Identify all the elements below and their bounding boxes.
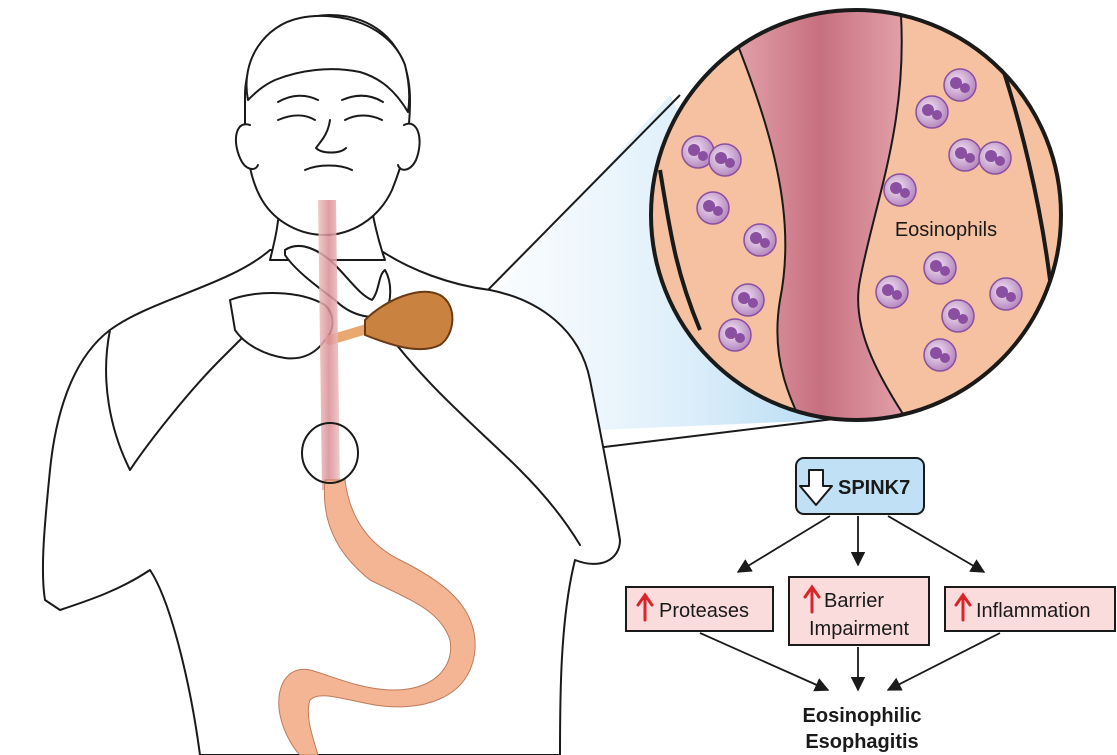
eosinophil-cell — [719, 319, 751, 351]
eosinophil-cell — [944, 69, 976, 101]
effect-label: Proteases — [659, 600, 749, 622]
eosinophil-cell — [924, 339, 956, 371]
eosinophil-cell — [884, 174, 916, 206]
eosinophil-cell — [709, 144, 741, 176]
outcome-label: Esophagitis — [805, 731, 918, 753]
effect-label: Impairment — [809, 618, 909, 640]
eosinophil-cell — [949, 139, 981, 171]
eosinophil-cell — [697, 192, 729, 224]
eosinophil-cell — [916, 96, 948, 128]
arrow-to-inflammation — [888, 516, 984, 572]
eosinophil-cell — [744, 224, 776, 256]
eosinophil-cell — [876, 276, 908, 308]
eosinophil-cell — [924, 252, 956, 284]
eosinophil-cell — [732, 284, 764, 316]
arrow-to-proteases — [738, 516, 830, 572]
eosinophil-cell — [990, 278, 1022, 310]
eosinophil-cell — [942, 300, 974, 332]
eosinophil-cell — [979, 142, 1011, 174]
outcome-label: Eosinophilic — [803, 705, 922, 727]
effect-label: Inflammation — [976, 600, 1091, 622]
eosinophils-label: Eosinophils — [895, 219, 997, 241]
effect-label: Barrier — [824, 590, 884, 612]
spink7-flow: SPINK7 Proteases Barrier Impairment Infl… — [626, 458, 1115, 753]
spink7-label: SPINK7 — [838, 477, 910, 499]
